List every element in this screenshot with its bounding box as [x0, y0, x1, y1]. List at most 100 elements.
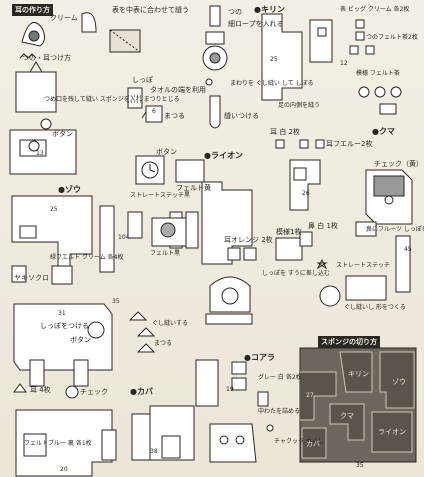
dim-26: 26: [302, 190, 310, 197]
hippo-ear-label: 耳 4枚: [30, 386, 51, 394]
tail-towel: [127, 87, 143, 109]
tail-roll-label: まつる: [164, 112, 185, 120]
elephant-pin-label: ぐし縫いする: [152, 320, 189, 327]
sponge-lion-label: ライオン: [378, 428, 406, 436]
koala-face: [209, 423, 257, 463]
lion-ear-2: [243, 247, 257, 261]
elephant-3d: [13, 303, 113, 371]
elephant-pin2-label: まつる: [154, 340, 173, 347]
ear-center: [28, 30, 40, 42]
lion-ear-label: 耳オレンジ 2枚: [224, 236, 273, 244]
tail-towel-label: タオルの端を利用: [150, 86, 206, 94]
koala-body: [195, 359, 219, 407]
bear-face: [373, 175, 405, 197]
section-hippo: ●カバ: [130, 387, 153, 396]
hippo-check: [65, 385, 79, 399]
giraffe-spot-b: [374, 86, 386, 98]
clock-button-label: ボタン: [156, 148, 177, 156]
tail-roll: [145, 105, 163, 123]
elephant-ear: [51, 265, 73, 285]
koala-tuck-label: チャクック 丸ぐし: [274, 438, 324, 445]
giraffe-neck-pattern: [261, 13, 303, 101]
sponge-elephant-label: ゾウ: [392, 378, 406, 386]
dim-20: 20: [60, 466, 68, 473]
bear-ear-2: [299, 139, 309, 149]
dim-19: 19: [226, 386, 234, 393]
giraffe-horn-top: [209, 5, 221, 27]
section-koala: ●コアラ: [244, 353, 275, 362]
hippo-body: [15, 409, 113, 477]
lion-star: [316, 258, 328, 270]
button-b1: [40, 118, 52, 130]
koala-gray-label: グレー 白 各2枚: [258, 374, 302, 381]
hippo-check-label: チェック: [80, 388, 108, 396]
clock-felt-label: フェルト黄: [176, 184, 211, 192]
giraffe-attach-label: 縫いつける: [224, 112, 259, 120]
koala-pin: [266, 424, 274, 432]
sponge-bear-label: クマ: [340, 412, 354, 420]
sponge-hippo-label: カバ: [306, 440, 320, 448]
giraffe-leg: [209, 95, 221, 129]
dim-35b: 35: [356, 462, 364, 469]
dim-38: 38: [150, 448, 158, 455]
ear-stitch-note: つめ口を残して縫い スポンジを入れ まつりとじる: [44, 96, 180, 103]
dim-35: 35: [112, 298, 120, 305]
giraffe-horn-felt: つのフェルト茶2枚: [366, 34, 418, 41]
clock-felt: [175, 159, 205, 183]
section-lion: ●ライオン: [204, 151, 243, 160]
elephant-head: [127, 211, 143, 239]
dim-25: 25: [270, 56, 278, 63]
dim-25b: 25: [50, 206, 58, 213]
elephant-trunk-label: しっぽをつける: [40, 322, 89, 330]
dim-13: 13: [36, 150, 44, 157]
giraffe-horn-piece: [355, 19, 365, 29]
koala-nose: [257, 391, 269, 407]
dim-27: 27: [306, 392, 314, 399]
elephant-pin2: [136, 343, 156, 353]
hippo-ear: [13, 383, 27, 393]
dim-104: 104: [118, 234, 130, 241]
giraffe-spot-a: [358, 86, 370, 98]
bear-felt-label: 耳フエルー2枚: [326, 140, 373, 148]
giraffe-horn-dot: [205, 78, 213, 86]
hippo-leg: [101, 429, 117, 461]
lion-mane-label: 模様1枚: [276, 228, 302, 236]
tail-label: しっぽ: [132, 76, 153, 84]
giraffe-legs-label: まわりを ぐし縫い して しぼる: [230, 80, 314, 87]
elephant-leg-a: [11, 265, 27, 283]
section-giraffe: ●キリン: [254, 5, 285, 14]
elephant-yarn-label: 緑フエルト クリーム 各4枚: [50, 254, 124, 261]
bear-ear-label: 耳 白 2枚: [270, 128, 300, 136]
clock-stitch-label: ストレートステッチ黒: [130, 192, 191, 199]
lion-tail-label: しっぽを すうに差し込む: [262, 270, 330, 277]
elephant-pin: [136, 327, 156, 337]
giraffe-horn-label: つの: [228, 8, 242, 16]
elephant-trunk: [99, 205, 115, 273]
ear-heading: 耳の作り方: [12, 4, 53, 16]
giraffe-cord-label: 細ロープを入れる: [228, 20, 284, 28]
giraffe-pattern-label: 模様 フェルト茶: [356, 70, 400, 77]
lion-straight-label: ストレートステッチ: [336, 262, 391, 269]
sponge-giraffe-label: キリン: [348, 370, 369, 378]
bear-ear-1: [275, 139, 285, 149]
sponge-heading: スポンジの切り方: [318, 336, 380, 348]
dim-31: 31: [58, 310, 66, 317]
elephant-felt-label: フェルト黒: [150, 250, 181, 257]
giraffe-leg-inner: 足の内側を縫う: [278, 102, 321, 109]
ear-attach-label: つの・耳つけ方: [22, 54, 71, 62]
section-bear: ●クマ: [372, 127, 395, 136]
giraffe-foot: [379, 103, 397, 115]
section-elephant: ●ゾウ: [58, 185, 81, 194]
ear-template: [81, 12, 97, 33]
lion-white-label: 鼻 白 1枚: [308, 222, 338, 230]
giraffe-front-label: 表 ビッグ クリーム 各2枚: [340, 6, 410, 13]
elephant-eye: [87, 321, 105, 339]
giraffe-spot-c: [390, 86, 402, 98]
elephant-ear-attach: [128, 311, 148, 321]
koala-nose-label: 中わたを詰める: [258, 408, 301, 415]
giraffe-head-1: [15, 71, 57, 113]
lion-stitch: [319, 285, 341, 307]
ear-sandwich-label: 表を中表に合わせて縫う: [112, 6, 189, 14]
hippo-face-felt: フェルトブルー 裏 各1枚: [24, 440, 92, 447]
